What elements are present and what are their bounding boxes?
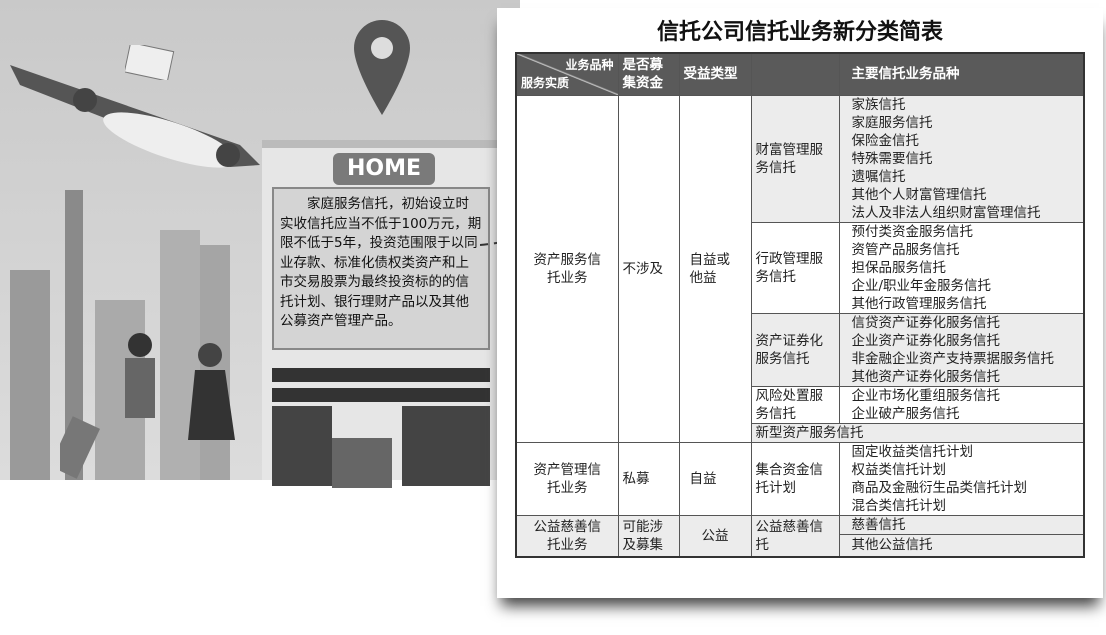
table-row: 资产管理信托业务 私募 自益集合资金信托计划 固定收益类信托计划权益类信托计划商… bbox=[515, 441, 1085, 516]
item-list: 信贷资产证券化服务信托企业资产证券化服务信托非金融企业资产支持票据服务信托其他资… bbox=[838, 312, 1085, 387]
sub-name: 新型资产服务信托 bbox=[750, 422, 1085, 443]
list-item: 特殊需要信托 bbox=[851, 150, 933, 167]
table-row: 行政管理服务信托 预付类资金服务信托资管产品服务信托担保品服务信托企业/职业年金… bbox=[516, 221, 1085, 314]
list-item: 企业/职业年金服务信托 bbox=[851, 277, 992, 294]
location-pin-icon bbox=[354, 20, 410, 115]
list-item: 法人及非法人组织财富管理信托 bbox=[851, 204, 1041, 221]
corner-bottom: 服务实质 bbox=[521, 76, 570, 91]
list-item: 非金融企业资产支持票据服务信托 bbox=[851, 350, 1055, 367]
table-row: 公益慈善信托业务 可能涉及募集 公益 公益慈善信托慈善信托 bbox=[515, 514, 1085, 558]
list-item: 企业资产证券化服务信托 bbox=[851, 332, 1001, 349]
sub-name: 行政管理服务信托 bbox=[750, 221, 840, 314]
sub-name: 风险处置服务信托 bbox=[750, 385, 840, 424]
list-item: 其他个人财富管理信托 bbox=[851, 186, 987, 203]
table-row: 风险处置服务信托 企业市场化重组服务信托企业破产服务信托 bbox=[516, 385, 1085, 424]
table-row: 资产证券化服务信托 信贷资产证券化服务信托企业资产证券化服务信托非金融企业资产支… bbox=[516, 312, 1085, 387]
group-name: 资产服务信托业务 bbox=[515, 94, 619, 443]
list-item: 预付类资金服务信托 bbox=[851, 223, 974, 240]
list-item: 担保品服务信托 bbox=[851, 259, 947, 276]
table-title: 信托公司信托业务新分类简表 bbox=[656, 20, 943, 45]
header-benefit: 受益类型 bbox=[678, 52, 752, 96]
list-item: 家族信托 bbox=[851, 96, 906, 113]
corner-top: 业务品种 bbox=[565, 58, 614, 73]
home-badge: HOME bbox=[333, 153, 435, 185]
item-list: 固定收益类信托计划权益类信托计划商品及金融衍生品类信托计划混合类信托计划 bbox=[838, 441, 1085, 516]
list-item: 权益类信托计划 bbox=[851, 461, 947, 478]
group-name: 资产管理信托业务 bbox=[515, 441, 619, 516]
item-list: 预付类资金服务信托资管产品服务信托担保品服务信托企业/职业年金服务信托其他行政管… bbox=[838, 221, 1085, 314]
list-item: 慈善信托 bbox=[838, 514, 1085, 535]
sub-name: 公益慈善信托 bbox=[750, 514, 840, 558]
list-item: 信贷资产证券化服务信托 bbox=[851, 314, 1001, 331]
trust-classification-table: 业务品种 服务实质 是否募集资金 受益类型 主要信托业务品种 资产服务信托业务 … bbox=[515, 52, 1085, 558]
list-item: 其他公益信托 bbox=[838, 533, 1085, 558]
item-list: 企业市场化重组服务信托企业破产服务信托 bbox=[838, 385, 1085, 424]
header-main: 主要信托业务品种 bbox=[838, 52, 1085, 96]
corner-header: 业务品种 服务实质 bbox=[515, 52, 619, 96]
list-item: 固定收益类信托计划 bbox=[851, 443, 974, 460]
info-note: 家庭服务信托，初始设立时实收信托应当不低于100万元，期限不低于5年，投资范围限… bbox=[272, 187, 490, 350]
table-row: 资产服务信托业务 不涉及 自益或他益财富管理服务信托 家族信托家庭服务信托保险金… bbox=[515, 94, 1085, 443]
group-benefit: 公益 bbox=[678, 514, 752, 558]
list-item: 保险金信托 bbox=[851, 132, 920, 149]
list-item: 混合类信托计划 bbox=[851, 497, 947, 514]
header-raise: 是否募集资金 bbox=[617, 52, 680, 96]
group-benefit: 自益 bbox=[678, 441, 752, 516]
people-icon bbox=[60, 333, 235, 479]
list-item: 商品及金融衍生品类信托计划 bbox=[851, 479, 1028, 496]
list-item: 企业市场化重组服务信托 bbox=[851, 387, 1001, 404]
group-name: 公益慈善信托业务 bbox=[515, 514, 619, 558]
group-raise: 不涉及 bbox=[617, 94, 680, 443]
item-list: 家族信托家庭服务信托保险金信托特殊需要信托遗嘱信托其他个人财富管理信托法人及非法… bbox=[838, 94, 1085, 223]
envelope-icon bbox=[125, 45, 175, 80]
list-item: 其他资产证券化服务信托 bbox=[851, 368, 1001, 385]
list-item: 其他行政管理服务信托 bbox=[851, 295, 987, 312]
table-row: 新型资产服务信托 bbox=[516, 422, 1085, 443]
sub-name: 集合资金信托计划 bbox=[750, 441, 840, 516]
group-raise: 私募 bbox=[617, 441, 680, 516]
airplane-icon bbox=[10, 65, 260, 168]
sub-name: 资产证券化服务信托 bbox=[750, 312, 840, 387]
list-item: 家庭服务信托 bbox=[851, 114, 933, 131]
list-item: 资管产品服务信托 bbox=[851, 241, 960, 258]
list-item: 遗嘱信托 bbox=[851, 168, 906, 185]
group-benefit: 自益或他益 bbox=[678, 94, 752, 443]
sub-name: 财富管理服务信托 bbox=[750, 94, 840, 223]
list-item: 企业破产服务信托 bbox=[851, 405, 960, 422]
header-blank bbox=[750, 52, 840, 96]
group-raise: 可能涉及募集 bbox=[617, 514, 680, 558]
